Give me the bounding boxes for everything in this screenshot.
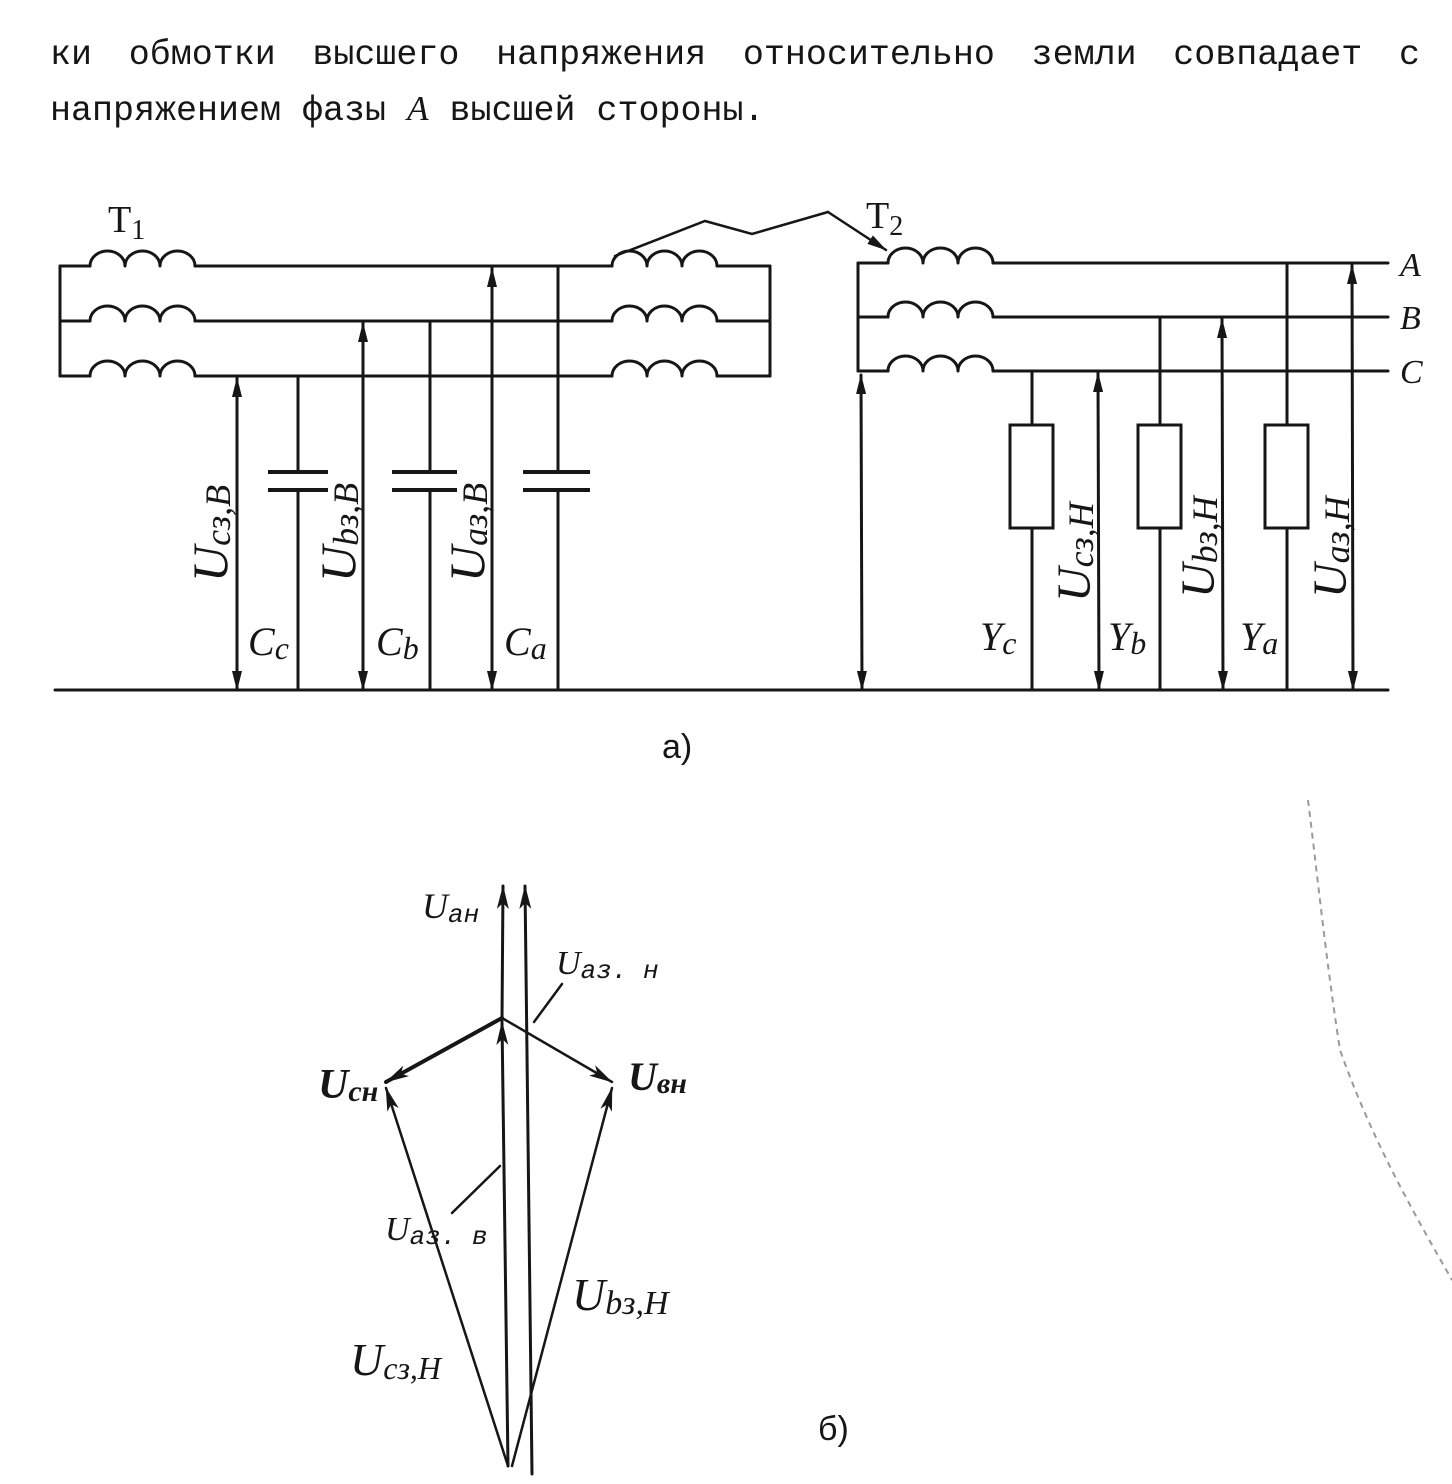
label-phase-a: A (1398, 247, 1421, 284)
label-admittance-c: Yc (980, 614, 1016, 661)
phasor-u-cz-n (384, 1086, 510, 1468)
phasor-u-az-n (519, 884, 534, 1476)
paragraph-line-1: ки обмотки высшего напряжения относитель… (50, 35, 1420, 75)
paragraph-line-2: напряжением фазы A высшей стороны. (50, 82, 765, 138)
label-lv-voltage-c: Ucз,Н (1048, 500, 1101, 602)
t2-primary-coil-a (610, 249, 719, 268)
load-c (1008, 369, 1055, 692)
t1-coil-a (88, 249, 197, 268)
label-t2: T2 (866, 195, 903, 242)
phasor-u-an (496, 884, 509, 1022)
label-u-cz-n: Ucз,Н (350, 1334, 443, 1386)
caption-figure-b: б) (818, 1410, 849, 1448)
label-hv-voltage-c: Ucз,В (182, 485, 238, 582)
caption-figure-a: а) (662, 728, 692, 766)
phasor-u-az-v (496, 1020, 510, 1468)
t2-coupling-arrow (826, 210, 888, 252)
circuit-diagram: T1 T2 A B C Ucз,В Ubз,В Uaз,В Cc Cb Ca U… (53, 195, 1423, 766)
label-hv-voltage-b: Ubз,В (310, 483, 366, 582)
label-phase-c: C (1400, 354, 1423, 391)
leader-u-az-n (532, 982, 564, 1024)
label-lv-voltage-b: Ubз,Н (1172, 494, 1225, 598)
label-u-bz-n: Ubз,Н (572, 1269, 671, 1322)
label-hv-voltage-a: Uaз,В (439, 483, 495, 582)
phase-letter: A (407, 89, 429, 128)
label-lv-voltage-a: Uaз,Н (1304, 494, 1357, 598)
lv-voltage-arrow-c (1093, 371, 1104, 692)
t2-primary-coil-b (610, 304, 719, 323)
neutral-voltage-arrow (856, 373, 867, 692)
t1-coil-b (88, 304, 197, 323)
capacitor-a (523, 264, 590, 692)
paragraph-line-2-end: высшей стороны. (428, 91, 765, 131)
t2-secondary-coil-b (886, 300, 995, 319)
phasor-diagram: Uан Uаз. н Ucн Uвн Uаз. в Ubз,Н Ucз,Н б) (318, 884, 849, 1476)
phasor-u-vn (500, 1016, 614, 1084)
lv-voltage-arrow-b (1217, 317, 1228, 692)
label-admittance-b: Yb (1108, 614, 1146, 661)
label-phase-b: B (1400, 300, 1421, 337)
label-u-an: Uан (422, 886, 479, 930)
label-capacitance-a: Ca (504, 619, 547, 666)
leader-u-az-v (450, 1164, 502, 1215)
t2-secondary-coil-a (886, 246, 995, 265)
t2-secondary-coil-c (886, 354, 995, 373)
load-b (1136, 315, 1183, 692)
label-admittance-a: Ya (1240, 614, 1278, 661)
hv-network (58, 249, 772, 692)
capacitor-c (268, 374, 328, 692)
scan-page-edge (1307, 799, 1452, 1281)
load-a (1263, 261, 1310, 692)
label-t1: T1 (108, 199, 145, 246)
label-u-vn: Uвн (628, 1054, 687, 1100)
t2-coupling-mark (613, 210, 830, 258)
label-u-az-n: Uаз. н (556, 945, 659, 986)
lv-network (856, 246, 1390, 692)
t1-coil-c (88, 359, 197, 378)
capacitor-b (392, 319, 457, 692)
paragraph-line-2-start: напряжением фазы (50, 91, 408, 131)
label-capacitance-b: Cb (376, 619, 419, 666)
phasor-u-cn (384, 1016, 504, 1084)
phasor-u-bz-n (510, 1086, 614, 1468)
label-u-cn: Ucн (318, 1062, 378, 1108)
lv-voltage-arrow-a (1347, 263, 1358, 692)
label-capacitance-c: Cc (248, 619, 289, 666)
label-u-az-v: Uаз. в (385, 1211, 488, 1252)
t2-primary-coil-c (610, 359, 719, 378)
